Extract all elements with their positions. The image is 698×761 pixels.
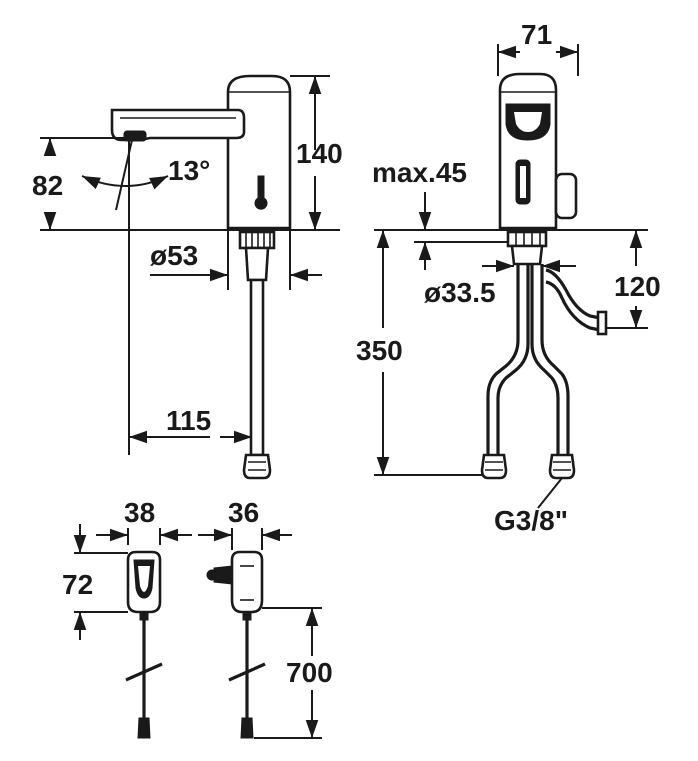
box-width-a-label: 38: [124, 497, 155, 528]
hose-fitting-left: [480, 453, 508, 480]
mount-hole-label: ø33.5: [424, 277, 496, 308]
thread-leader-line: [537, 477, 563, 509]
cable-plug-b: [240, 717, 254, 739]
sensor-window-icon: [254, 175, 268, 210]
hose-right-outer: [540, 264, 570, 455]
stop-height-label: 120: [614, 271, 661, 302]
cable-break-b: [228, 662, 266, 682]
supply-hose: [249, 278, 265, 457]
hose-fitting-right: [548, 453, 576, 480]
body-diameter-label: ø53: [150, 240, 198, 271]
cable-length-label: 700: [286, 657, 333, 688]
hose-fitting: [242, 453, 272, 480]
shank: [244, 246, 270, 282]
side-view: 82 13° 140 ø53 115: [32, 74, 343, 480]
spout-angle-label: 13°: [168, 155, 210, 186]
spray-angle-line: [115, 139, 133, 211]
thread-label: G3/8": [494, 505, 568, 536]
width-label: 71: [521, 19, 552, 50]
control-box-views: 38 72 36 700: [62, 497, 333, 739]
pipe-end-cap: [596, 310, 608, 336]
projection-label: 115: [166, 405, 211, 436]
front-shank: [510, 244, 544, 266]
hose-left-outer: [486, 264, 520, 455]
hose-right-inner: [530, 264, 560, 455]
hose-left-inner: [496, 264, 530, 455]
body-height-label: 140: [296, 138, 343, 169]
aerator: [123, 130, 147, 142]
box-width-b-label: 36: [228, 497, 259, 528]
mounting-nut: [238, 230, 276, 250]
angle-arc: [81, 175, 169, 190]
hose-length-label: 350: [356, 335, 403, 366]
cable-plug-a: [137, 717, 151, 739]
front-view: 71 max.45 ø33.5: [356, 19, 661, 536]
stop-pipe-outer: [545, 268, 601, 320]
spout-height-label: 82: [32, 170, 63, 201]
control-box-side: [230, 550, 264, 614]
side-lever: [554, 172, 578, 220]
box-height-label: 72: [62, 569, 93, 600]
faucet-front-body: [498, 72, 558, 230]
stop-pipe-inner: [545, 280, 601, 332]
cable-break-a: [125, 662, 163, 682]
max-thickness-label: max.45: [372, 157, 467, 188]
